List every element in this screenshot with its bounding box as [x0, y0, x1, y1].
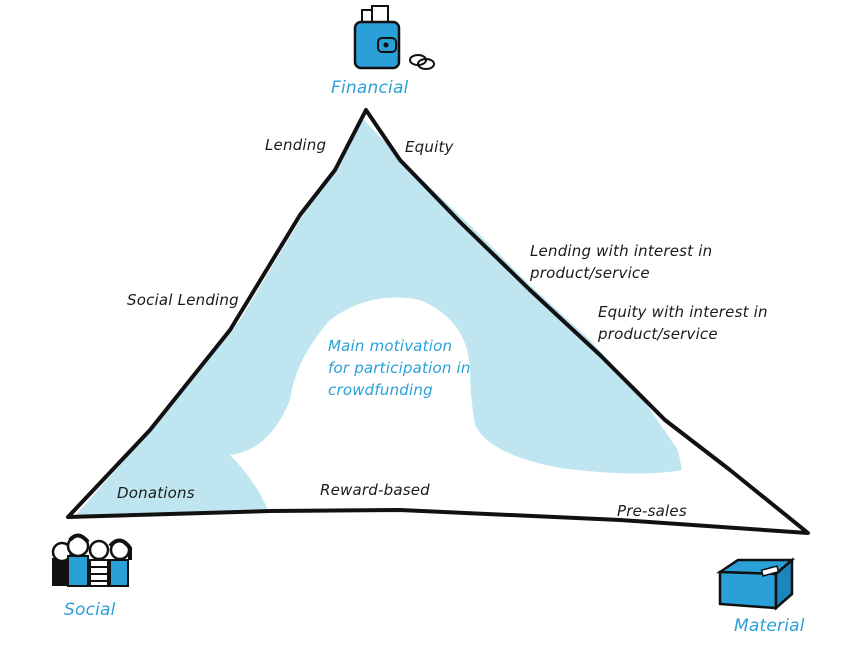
reward-based-label: Reward-based [320, 481, 430, 499]
lending-interest-label: Lending with interest in product/service [530, 242, 713, 282]
social-lending-label: Social Lending [127, 291, 239, 309]
pre-sales-label: Pre-sales [617, 502, 687, 520]
wallet-icon [353, 5, 435, 70]
donations-label: Donations [117, 484, 195, 502]
motivation-region [75, 118, 682, 516]
material-label: Material [734, 616, 805, 636]
equity-label: Equity [405, 138, 454, 156]
social-label: Social [64, 600, 116, 620]
equity-interest-label: Equity with interest in product/service [598, 303, 768, 343]
lending-label: Lending [265, 136, 327, 154]
box-icon [716, 557, 796, 611]
financial-label: Financial [331, 78, 409, 98]
center-motivation-text: Main motivation for participation in cro… [328, 337, 471, 399]
triangle-outline [66, 108, 810, 535]
people-group-icon [51, 533, 132, 587]
